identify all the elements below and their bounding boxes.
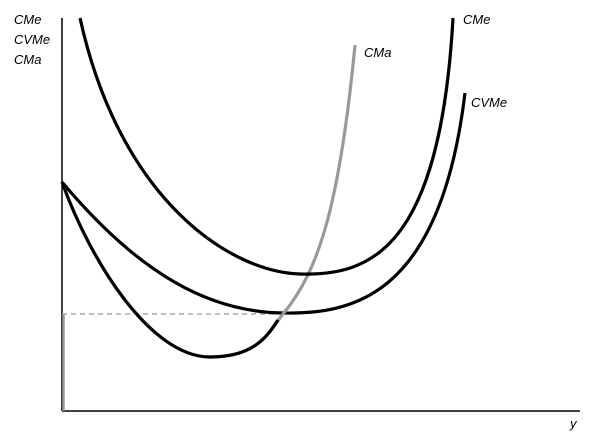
y-axis-label-line-1: CMe	[14, 12, 41, 27]
series-label-cma: CMa	[364, 45, 391, 60]
y-axis-label-line-3: CMa	[14, 52, 41, 67]
x-axis-label: y	[569, 416, 578, 431]
y-axis-label-line-2: CVMe	[14, 32, 50, 47]
series-label-cvme: CVMe	[471, 95, 507, 110]
cma-minimum	[60, 181, 280, 359]
cma-curve	[60, 44, 357, 359]
cme-curve	[78, 17, 455, 276]
series-label-cme: CMe	[463, 12, 490, 27]
cvme-curve	[60, 92, 467, 315]
